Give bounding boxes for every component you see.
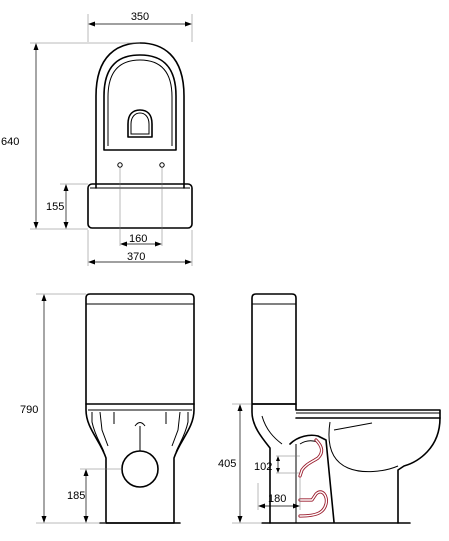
- front-bowl: [85, 403, 195, 524]
- dim-top-width: 350: [131, 11, 149, 23]
- dim-outlet-height-side: 102: [254, 461, 272, 473]
- side-seat: [251, 403, 441, 419]
- side-bowl: [397, 417, 441, 524]
- top-view: 350 640 155 160 370: [1, 11, 193, 266]
- dim-outlet-height-front: 185: [67, 490, 85, 502]
- dim-seat-height: 405: [218, 458, 236, 470]
- dim-outlet-offset: 180: [268, 493, 286, 505]
- bowl-opening-inner: [130, 112, 150, 135]
- seat-outline: [103, 54, 177, 151]
- dim-tank-depth: 155: [46, 201, 64, 213]
- dim-total-height: 790: [20, 404, 38, 416]
- bowl-opening: [127, 109, 153, 138]
- side-view: 405 102 180: [218, 293, 441, 524]
- outlet-pipe: [298, 490, 328, 518]
- dim-tank-width: 370: [127, 251, 145, 263]
- front-tank: [85, 293, 195, 405]
- tank-top: [87, 183, 193, 229]
- bowl-outline: [95, 42, 185, 189]
- dim-hole-spacing: 160: [129, 233, 147, 245]
- dim-depth: 640: [1, 136, 19, 148]
- front-view: 790 185: [20, 293, 195, 524]
- hinge-hole-left: [117, 162, 123, 168]
- hinge-hole-right: [159, 162, 165, 168]
- front-outlet: [121, 450, 159, 488]
- side-trap-cavity: [289, 434, 335, 523]
- side-tank: [251, 293, 297, 405]
- seat-inner-rim: [107, 59, 173, 146]
